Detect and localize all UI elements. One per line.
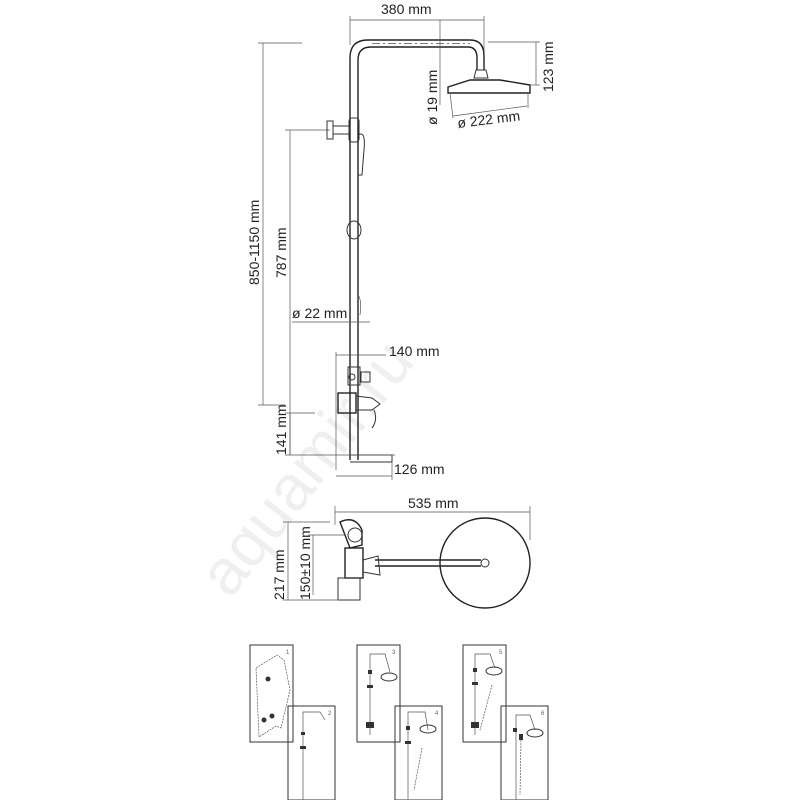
variant-number: 4: [435, 711, 439, 717]
dim-top-depth: 217 mm: [271, 549, 287, 600]
dim-arm-length: 380 mm: [381, 1, 432, 17]
dim-mixer-width: 140 mm: [389, 343, 440, 359]
dim-head-diameter: ø 222 mm: [456, 107, 520, 131]
variant-3: 3: [356, 644, 401, 743]
variant-4: 4: [394, 705, 443, 800]
front-view: 380 mm ø 222 mm 123 mm ø 19 mm 850-1150 …: [246, 1, 556, 480]
variant-number: 5: [499, 650, 503, 656]
dim-head-height: 123 mm: [540, 41, 556, 92]
dim-mixer-height: 141 mm: [273, 404, 289, 455]
variant-number: 3: [392, 650, 396, 656]
dim-bar-height: 787 mm: [273, 227, 289, 278]
dim-projection: 535 mm: [408, 495, 459, 511]
variant-number: 2: [328, 711, 332, 717]
top-view: 535 mm 217 mm 150±10 mm: [271, 495, 531, 609]
variant-number: 6: [541, 711, 545, 717]
dim-axis-spacing: 150±10 mm: [297, 526, 313, 600]
dim-pipe-diameter: ø 22 mm: [292, 305, 347, 321]
variant-number: 1: [286, 650, 290, 656]
dim-spout-length: 126 mm: [394, 461, 445, 477]
dim-total-height: 850-1150 mm: [246, 200, 262, 285]
variant-6: 6: [500, 705, 549, 800]
variant-thumbnails: 1 2 3 4 5: [249, 644, 549, 800]
variant-2: 2: [287, 705, 336, 800]
dim-arm-diameter: ø 19 mm: [424, 70, 440, 125]
variant-5: 5: [462, 644, 507, 743]
variant-1: 1: [249, 644, 294, 743]
